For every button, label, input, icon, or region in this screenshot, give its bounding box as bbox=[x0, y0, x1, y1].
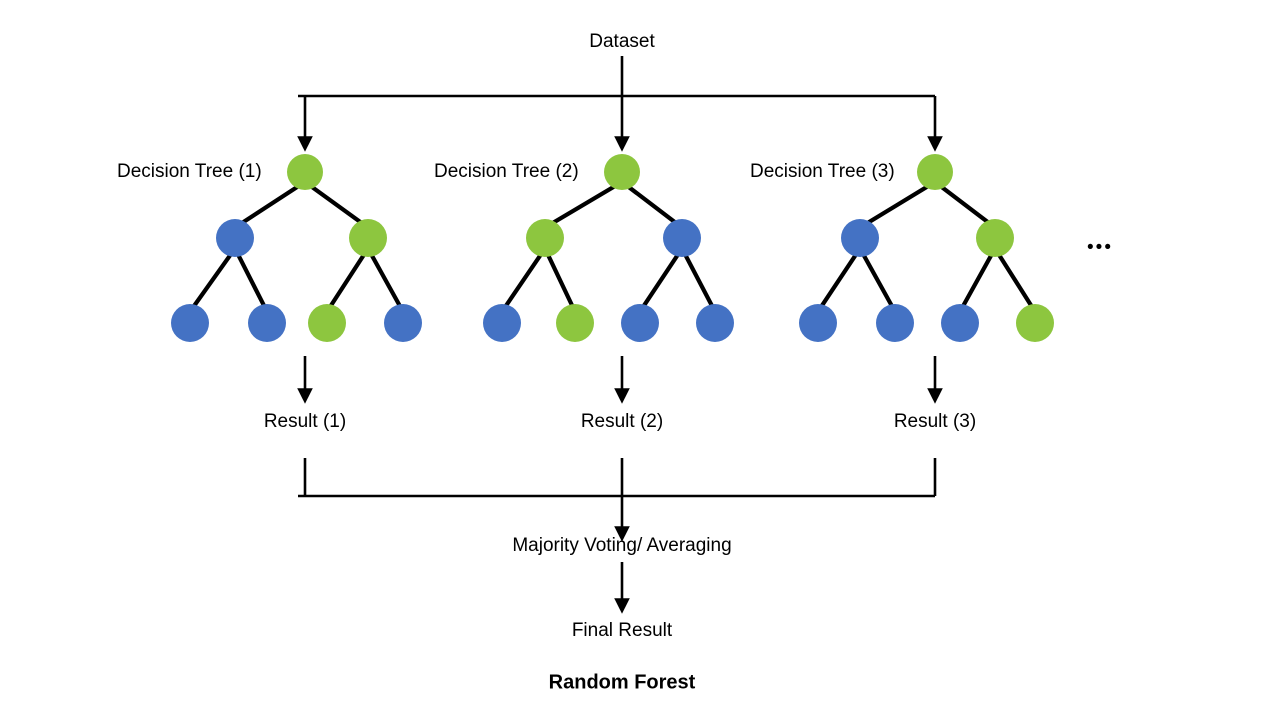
tree-3-leaf-node-1 bbox=[799, 304, 837, 342]
tree-node-layer bbox=[171, 154, 1054, 342]
tree-3-edge-l1-2-leaf-2 bbox=[992, 246, 1038, 314]
result-label-2: Result (2) bbox=[581, 411, 663, 432]
result-label-3: Result (3) bbox=[894, 411, 976, 432]
tree-2-leaf-node-3 bbox=[621, 304, 659, 342]
tree-1-branch-node-2 bbox=[349, 219, 387, 257]
tree-3-edge-root-1 bbox=[857, 179, 938, 230]
final-result-label: Final Result bbox=[572, 620, 673, 641]
tree-1-leaf-node-1 bbox=[171, 304, 209, 342]
tree-2-edge-l1-1-leaf-1 bbox=[499, 246, 548, 314]
tree-label-3: Decision Tree (3) bbox=[750, 161, 895, 182]
tree-1-leaf-node-2 bbox=[248, 304, 286, 342]
tree-3-leaf-node-2 bbox=[876, 304, 914, 342]
tree-3-edge-l1-1-leaf-1 bbox=[815, 246, 863, 314]
tree-1-edge-l1-1-leaf-1 bbox=[187, 246, 238, 314]
tree-2-edge-root-2 bbox=[619, 179, 685, 230]
tree-2-leaf-node-2 bbox=[556, 304, 594, 342]
connector-layer bbox=[297, 56, 943, 614]
tree-3-root-node bbox=[917, 154, 953, 190]
more-trees-ellipsis: ••• bbox=[1087, 237, 1113, 258]
tree-1-edge-l1-2-leaf-2 bbox=[365, 246, 406, 314]
tree-1-edge-root-2 bbox=[302, 179, 371, 230]
tree-1-root-node bbox=[287, 154, 323, 190]
tree-2-branch-node-1 bbox=[526, 219, 564, 257]
tree-2-edge-l1-2-leaf-1 bbox=[637, 246, 685, 314]
tree-edge-layer bbox=[187, 179, 1038, 314]
diagram-title: Random Forest bbox=[549, 671, 696, 693]
tree-1-branch-node-1 bbox=[216, 219, 254, 257]
tree-1-leaf-node-4 bbox=[384, 304, 422, 342]
tree-2-edge-l1-2-leaf-2 bbox=[679, 246, 718, 314]
dataset-label: Dataset bbox=[589, 31, 655, 52]
tree-2-edge-root-1 bbox=[542, 179, 625, 230]
tree-3-edge-root-2 bbox=[932, 179, 998, 230]
tree-1-edge-l1-1-leaf-2 bbox=[232, 246, 270, 314]
tree-3-leaf-node-4 bbox=[1016, 304, 1054, 342]
tree-2-edge-l1-1-leaf-2 bbox=[542, 246, 578, 314]
tree-3-branch-node-1 bbox=[841, 219, 879, 257]
tree-3-edge-l1-1-leaf-2 bbox=[857, 246, 898, 314]
result-label-1: Result (1) bbox=[264, 411, 346, 432]
tree-3-leaf-node-3 bbox=[941, 304, 979, 342]
aggregate-label: Majority Voting/ Averaging bbox=[512, 535, 731, 556]
tree-2-branch-node-2 bbox=[663, 219, 701, 257]
tree-1-edge-root-1 bbox=[232, 179, 308, 230]
tree-2-leaf-node-4 bbox=[696, 304, 734, 342]
tree-3-branch-node-2 bbox=[976, 219, 1014, 257]
tree-3-edge-l1-2-leaf-1 bbox=[957, 246, 998, 314]
tree-1-edge-l1-2-leaf-1 bbox=[324, 246, 371, 314]
tree-2-root-node bbox=[604, 154, 640, 190]
tree-2-leaf-node-1 bbox=[483, 304, 521, 342]
tree-label-1: Decision Tree (1) bbox=[117, 161, 262, 182]
tree-1-leaf-node-3 bbox=[308, 304, 346, 342]
tree-label-2: Decision Tree (2) bbox=[434, 161, 579, 182]
